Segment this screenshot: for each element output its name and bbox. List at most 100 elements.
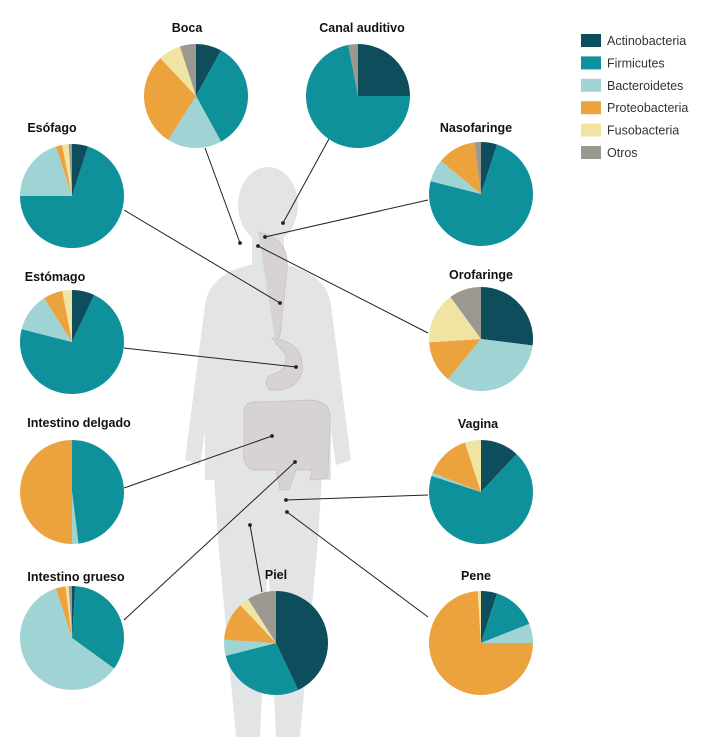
slice-boca-fusobacteria (160, 46, 196, 96)
slice-grueso-bacteroidetes (19, 588, 115, 691)
slice-delgado-bacteroidetes (72, 492, 79, 544)
slice-grueso-actinobacteria (72, 585, 76, 638)
slice-nasofaringe-proteobacteria (440, 142, 481, 194)
legend-label-proteobacteria: Proteobacteria (607, 101, 688, 115)
pie-boca (143, 44, 249, 149)
slice-grueso-fusobacteria (65, 586, 72, 638)
pie-delgado (20, 440, 125, 544)
pie-canal (306, 44, 410, 148)
leader-line-delgado (123, 435, 273, 489)
leader-dot-estomago (294, 365, 298, 369)
slice-esofago-actinobacteria (72, 144, 89, 196)
slice-vagina-bacteroidetes (431, 472, 481, 492)
leader-dot-pene (285, 510, 289, 514)
slice-esofago-proteobacteria (55, 144, 72, 196)
leader-line-nasofaringe (264, 199, 429, 238)
slice-estomago-firmicutes (19, 294, 124, 394)
slice-esofago-firmicutes (20, 146, 124, 249)
leader-line-canal (282, 136, 331, 224)
slice-orofaringe-otros (450, 287, 481, 339)
slice-estomago-bacteroidetes (21, 298, 73, 342)
slice-boca-otros (179, 44, 196, 96)
leader-line-orofaringe (257, 245, 429, 334)
slice-esofago-bacteroidetes (20, 146, 72, 196)
slice-canal-firmicutes (306, 44, 410, 148)
pie-esofago (20, 143, 124, 249)
leader-dot-boca (238, 241, 242, 245)
slice-boca-actinobacteria (196, 44, 222, 96)
slice-boca-proteobacteria (143, 58, 196, 140)
leader-line-vagina (285, 494, 429, 501)
legend-label-otros: Otros (607, 146, 638, 160)
legend-swatch-proteobacteria (581, 101, 601, 115)
slice-orofaringe-bacteroidetes (447, 339, 533, 392)
leader-line-esofago (123, 209, 281, 304)
slice-delgado-firmicutes (72, 440, 125, 544)
slice-esofago-otros (68, 143, 72, 196)
slice-pene-proteobacteria (429, 591, 533, 695)
leader-line-pene (286, 511, 429, 618)
slice-nasofaringe-firmicutes (428, 144, 533, 247)
legend-label-firmicutes: Firmicutes (607, 56, 665, 70)
slice-boca-firmicutes (196, 50, 249, 142)
legend-swatch-otros (581, 146, 601, 159)
slice-estomago-proteobacteria (44, 290, 72, 342)
slice-pene-actinobacteria (481, 591, 498, 643)
legend-swatch-fusobacteria (581, 123, 601, 137)
slice-orofaringe-proteobacteria (429, 339, 481, 380)
legend-label-bacteroidetes: Bacteroidetes (607, 79, 683, 93)
legend-label-fusobacteria: Fusobacteria (607, 124, 679, 138)
leader-dot-nasofaringe (263, 235, 267, 239)
slice-vagina-fusobacteria (464, 440, 481, 492)
slice-piel-bacteroidetes (223, 639, 276, 656)
slice-piel-fusobacteria (240, 599, 276, 643)
slice-vagina-firmicutes (429, 454, 534, 544)
pie-nasofaringe (428, 142, 533, 247)
pie-title-nasofaringe: Nasofaringe (440, 121, 512, 135)
slice-pene-firmicutes (481, 593, 530, 643)
pie-title-orofaringe: Orofaringe (449, 268, 513, 282)
slice-delgado-proteobacteria (20, 440, 72, 544)
leader-lines (123, 136, 429, 621)
slice-piel-actinobacteria (276, 591, 328, 691)
pie-title-vagina: Vagina (458, 417, 499, 431)
pie-estomago (19, 290, 124, 394)
legend-swatch-bacteroidetes (581, 78, 601, 92)
pie-charts (19, 44, 534, 696)
slice-pene-bacteroidetes (481, 623, 534, 643)
leader-dot-delgado (270, 434, 274, 438)
slice-piel-firmicutes (225, 643, 299, 696)
leader-line-boca (204, 147, 241, 244)
slice-vagina-proteobacteria (432, 442, 481, 492)
slice-piel-proteobacteria (224, 605, 276, 643)
pie-title-boca: Boca (172, 21, 204, 35)
pie-title-delgado: Intestino delgado (27, 416, 131, 430)
pie-pene (429, 590, 534, 695)
slice-canal-otros (348, 44, 358, 96)
slice-nasofaringe-otros (474, 142, 481, 194)
leader-dot-piel (248, 523, 252, 527)
pie-title-canal: Canal auditivo (319, 21, 405, 35)
leader-dot-vagina (284, 498, 288, 502)
legend: ActinobacteriaFirmicutesBacteroidetesPro… (581, 34, 688, 160)
slice-piel-otros (248, 591, 276, 643)
leader-line-estomago (123, 347, 297, 368)
pie-title-grueso: Intestino grueso (27, 570, 125, 584)
slice-estomago-actinobacteria (72, 290, 95, 342)
leader-dot-grueso (293, 460, 297, 464)
pie-title-pene: Pene (461, 569, 491, 583)
legend-label-actinobacteria: Actinobacteria (607, 34, 686, 48)
pie-title-esofago: Esófago (27, 121, 77, 135)
slice-grueso-proteobacteria (55, 586, 72, 638)
slice-grueso-otros (68, 585, 72, 638)
legend-swatch-firmicutes (581, 56, 601, 70)
leader-dot-canal (281, 221, 285, 225)
slice-pene-fusobacteria (477, 590, 481, 643)
pie-title-piel: Piel (265, 568, 287, 582)
pie-piel (223, 591, 328, 696)
slice-boca-bacteroidetes (168, 96, 222, 149)
slice-esofago-fusobacteria (62, 144, 72, 196)
